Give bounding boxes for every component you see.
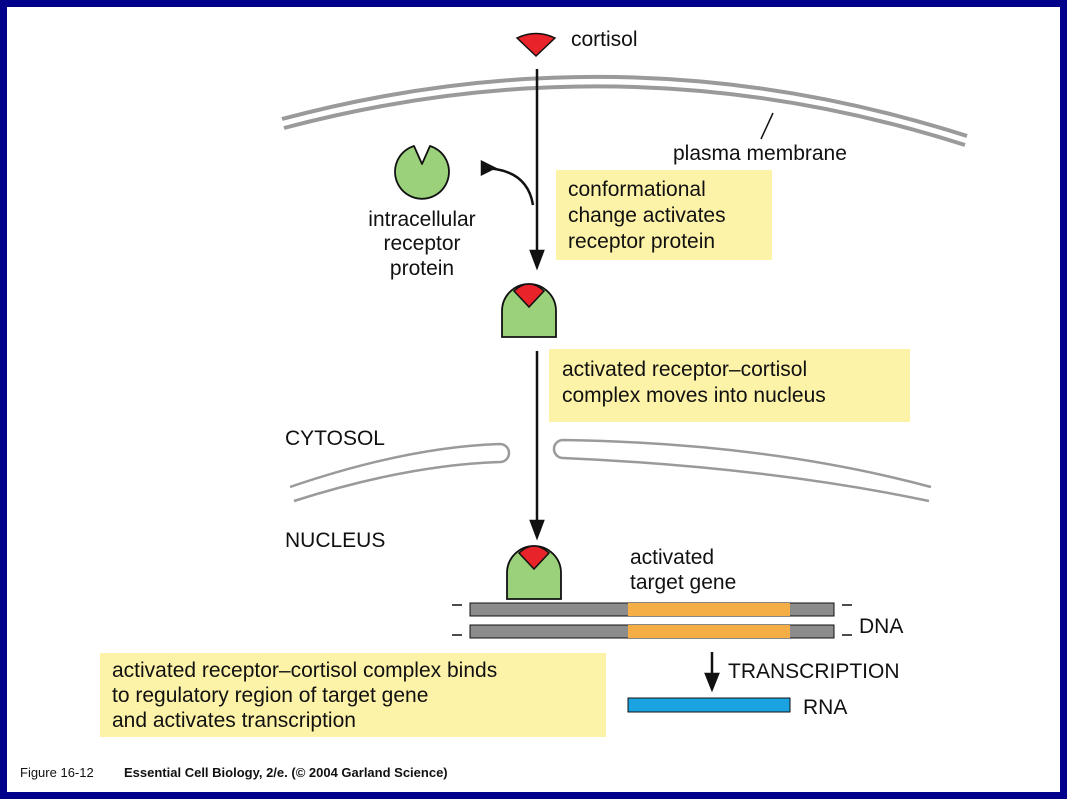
- note-moves-line-2: complex moves into nucleus: [562, 384, 826, 407]
- receptor-label-line-2: receptor: [383, 232, 460, 255]
- pathway-arrows: [480, 69, 720, 693]
- inactive-receptor-protein: [394, 145, 450, 200]
- receptor-label-line-1: intracellular: [368, 208, 475, 231]
- caption-figure-number: Figure 16-12: [20, 765, 94, 780]
- cytosol-label: CYTOSOL: [285, 427, 385, 450]
- note-binds-line-2: to regulatory region of target gene: [112, 684, 428, 707]
- receptor-label-line-3: protein: [390, 257, 454, 280]
- rna-transcript: [627, 697, 791, 713]
- note-box-moves: [549, 349, 910, 422]
- receptor-cortisol-complex-cytosol: [501, 283, 557, 338]
- dna-label: DNA: [859, 615, 903, 638]
- receptor-cortisol-complex-nucleus: [506, 545, 562, 600]
- note-binds-line-1: activated receptor–cortisol complex bind…: [112, 659, 497, 682]
- note-conformational-line-1: conformational: [568, 178, 706, 201]
- plasma-membrane-label: plasma membrane: [673, 142, 847, 165]
- plasma-membrane-leader: [760, 112, 774, 140]
- rna-label: RNA: [803, 696, 847, 719]
- note-box-binds: [100, 653, 606, 737]
- note-conformational-line-3: receptor protein: [568, 230, 715, 253]
- cortisol-signaling-diagram: cortisol plasma membrane intracellular r…: [20, 28, 968, 780]
- plasma-membrane: [281, 74, 968, 147]
- cortisol-label: cortisol: [571, 28, 638, 51]
- cortisol-molecule: [515, 32, 557, 58]
- figure-frame: cortisol plasma membrane intracellular r…: [7, 7, 1060, 792]
- target-gene-label-line-1: activated: [630, 546, 714, 569]
- dna-double-strand: [452, 602, 852, 639]
- transcription-label: TRANSCRIPTION: [728, 660, 900, 683]
- note-moves-line-1: activated receptor–cortisol: [562, 358, 807, 381]
- target-gene-label-line-2: target gene: [630, 571, 736, 594]
- target-gene-region: [628, 603, 790, 616]
- note-box-conformational: [556, 170, 772, 260]
- note-binds-line-3: and activates transcription: [112, 709, 356, 732]
- nucleus-label: NUCLEUS: [285, 529, 385, 552]
- caption-source: Essential Cell Biology, 2/e. (© 2004 Gar…: [124, 765, 448, 780]
- note-conformational-line-2: change activates: [568, 204, 726, 227]
- nuclear-envelope: [289, 438, 932, 503]
